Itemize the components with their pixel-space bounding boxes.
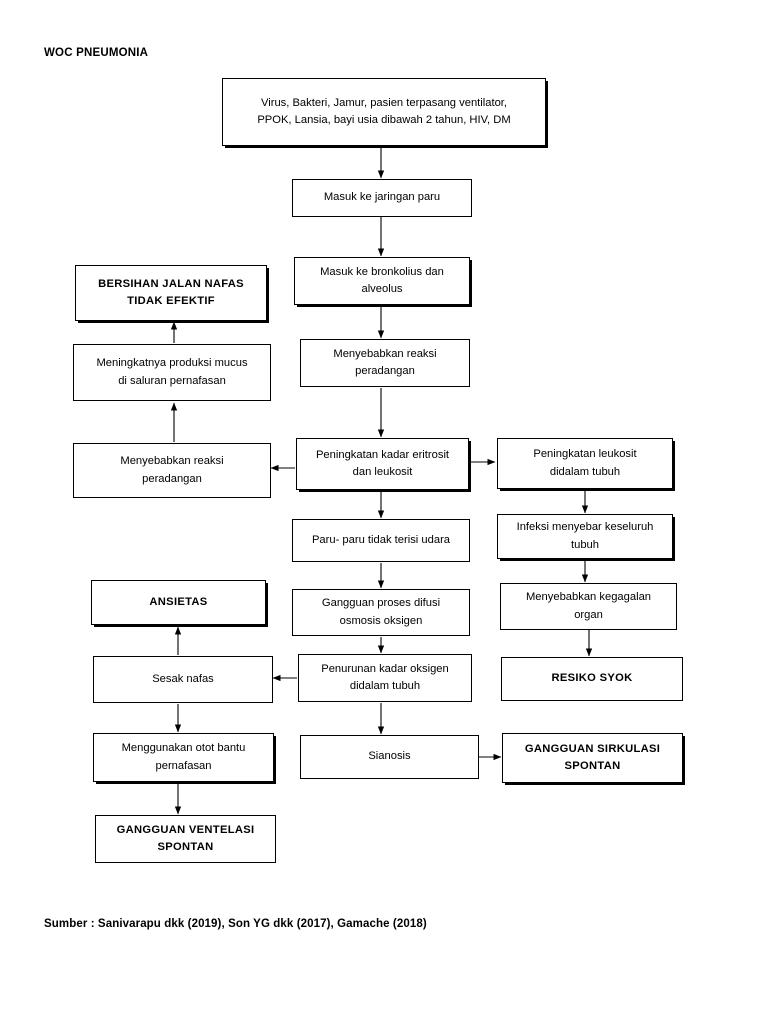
node-sesak-nafas-label: Sesak nafas: [152, 672, 214, 685]
node-bronkolius: Masuk ke bronkolius dan alveolus: [294, 257, 470, 305]
node-infeksi-menyebar-line2: tubuh: [571, 538, 599, 551]
node-leukosit-tubuh: Peningkatan leukosit didalam tubuh: [497, 438, 673, 489]
node-leukosit-tubuh-line2: didalam tubuh: [549, 465, 621, 478]
node-bersihan-jalan-nafas-line2: TIDAK EFEKTIF: [127, 295, 215, 307]
node-otot-bantu-line2: pernafasan: [155, 759, 212, 772]
node-penurunan-oksigen-line2: didalam tubuh: [349, 680, 421, 692]
node-resiko-syok: RESIKO SYOK: [501, 657, 683, 701]
page-title: WOC PNEUMONIA: [44, 47, 149, 59]
node-reaksi-radang-2-line2: peradangan: [142, 472, 202, 485]
node-ventelasi-spontan-line1: GANGGUAN VENTELASI: [116, 823, 255, 836]
node-reaksi-radang-1-line1: Menyebabkan reaksi: [333, 347, 437, 360]
node-otot-bantu: Menggunakan otot bantu pernafasan: [93, 733, 274, 782]
node-resiko-syok-label: RESIKO SYOK: [551, 672, 633, 685]
node-jaringan-paru-label: Masuk ke jaringan paru: [323, 191, 441, 204]
node-kegagalan-organ-line2: organ: [574, 608, 603, 621]
node-ansietas: ANSIETAS: [91, 580, 266, 625]
node-sirkulasi-spontan-line1: GANGGUAN SIRKULASI: [524, 742, 661, 755]
node-reaksi-radang-1-line2: peradangan: [355, 365, 415, 377]
node-sianosis-label: Sianosis: [368, 750, 411, 763]
node-penurunan-oksigen: Penurunan kadar oksigen didalam tubuh: [298, 654, 472, 702]
node-difusi-osmosis-line2: osmosis oksigen: [339, 614, 423, 627]
node-reaksi-radang-2-line1: Menyebabkan reaksi: [120, 455, 224, 468]
source-citation: Sumber : Sanivarapu dkk (2019), Son YG d…: [44, 918, 427, 930]
node-produksi-mucus-line1: Meningkatnya produksi mucus: [96, 357, 248, 370]
node-reaksi-radang-2: Menyebabkan reaksi peradangan: [73, 443, 271, 498]
node-reaksi-radang-1: Menyebabkan reaksi peradangan: [300, 339, 470, 387]
node-bersihan-jalan-nafas: BERSIHAN JALAN NAFAS TIDAK EFEKTIF: [75, 265, 267, 321]
node-paru-tidak-terisi: Paru- paru tidak terisi udara: [292, 519, 470, 562]
node-eritrosit-line1: Peningkatan kadar eritrosit: [315, 448, 450, 461]
node-etiologi-line2: PPOK, Lansia, bayi usia dibawah 2 tahun,…: [257, 114, 511, 126]
node-ventelasi-spontan: GANGGUAN VENTELASI SPONTAN: [95, 815, 276, 863]
node-produksi-mucus: Meningkatnya produksi mucus di saluran p…: [73, 344, 271, 401]
node-infeksi-menyebar-line1: Infeksi menyebar keseluruh: [516, 521, 654, 534]
node-jaringan-paru: Masuk ke jaringan paru: [292, 179, 472, 217]
node-produksi-mucus-line2: di saluran pernafasan: [118, 374, 226, 387]
node-infeksi-menyebar: Infeksi menyebar keseluruh tubuh: [497, 514, 673, 559]
node-bronkolius-line2: alveolus: [361, 283, 403, 295]
node-bersihan-jalan-nafas-line1: BERSIHAN JALAN NAFAS: [98, 277, 244, 290]
node-paru-tidak-terisi-label: Paru- paru tidak terisi udara: [311, 533, 451, 546]
node-difusi-osmosis: Gangguan proses difusi osmosis oksigen: [292, 589, 470, 636]
node-sirkulasi-spontan-line2: SPONTAN: [564, 760, 621, 772]
node-sesak-nafas: Sesak nafas: [93, 656, 273, 703]
node-ansietas-label: ANSIETAS: [149, 595, 208, 608]
node-kegagalan-organ-line1: Menyebabkan kegagalan: [525, 591, 652, 604]
node-eritrosit: Peningkatan kadar eritrosit dan leukosit: [296, 438, 469, 490]
node-etiologi-line1: Virus, Bakteri, Jamur, pasien terpasang …: [260, 96, 508, 109]
node-penurunan-oksigen-line1: Penurunan kadar oksigen: [321, 662, 449, 675]
node-etiologi: Virus, Bakteri, Jamur, pasien terpasang …: [222, 78, 546, 146]
node-leukosit-tubuh-line1: Peningkatan leukosit: [533, 448, 637, 461]
node-otot-bantu-line1: Menggunakan otot bantu: [121, 742, 246, 755]
node-sirkulasi-spontan: GANGGUAN SIRKULASI SPONTAN: [502, 733, 683, 783]
node-ventelasi-spontan-line2: SPONTAN: [157, 841, 214, 853]
node-difusi-osmosis-line1: Gangguan proses difusi: [321, 597, 441, 610]
node-kegagalan-organ: Menyebabkan kegagalan organ: [500, 583, 677, 630]
node-sianosis: Sianosis: [300, 735, 479, 779]
node-bronkolius-line1: Masuk ke bronkolius dan: [320, 265, 444, 278]
node-eritrosit-line2: dan leukosit: [352, 466, 413, 478]
